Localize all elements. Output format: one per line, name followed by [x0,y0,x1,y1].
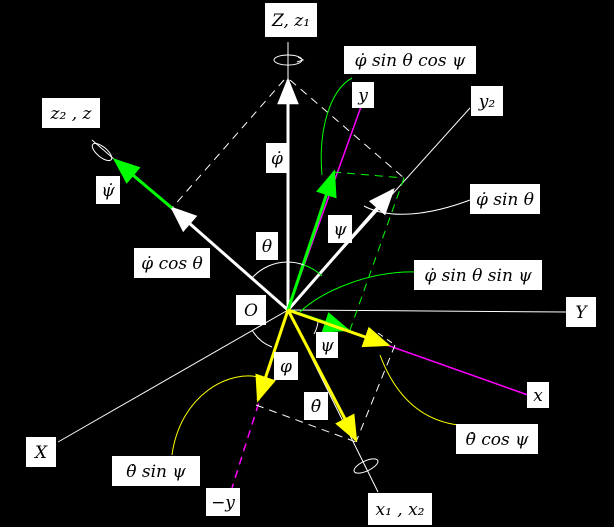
svg-text:φ̇ sin θ cos ψ: φ̇ sin θ cos ψ [355,51,466,71]
leader-line [363,199,471,215]
svg-text:ψ̇: ψ̇ [101,181,115,201]
leader-line [299,271,419,313]
svg-text:φ̇ sin θ sin ψ: φ̇ sin θ sin ψ [424,266,532,286]
label-theta: θ [256,232,278,260]
label-minus-y: −y [206,488,240,516]
label-thetadot-cos-psi: θ̇ cos ψ [456,424,538,454]
label-phi: φ [274,352,298,380]
label-thetadot-sin-psi: θ̇ sin ψ [112,456,200,486]
svg-text:φ̇ sin θ: φ̇ sin θ [476,190,534,210]
label-phidot-sin-theta-sin-psi: φ̇ sin θ sin ψ [414,260,542,290]
label-z2-z: z₂ , z [42,98,100,128]
svg-text:φ: φ [280,357,292,377]
label-phidot: φ̇ [266,143,288,173]
arc-psi-upper-green [303,264,323,277]
svg-text:θ: θ [262,237,272,257]
dash-construction [332,171,405,179]
label-phidot-sin-theta: φ̇ sin θ [470,184,540,214]
dash-construction [355,344,396,443]
dash-construction [349,177,405,331]
svg-text:x: x [533,386,543,406]
label-phidot-sin-theta-cos-psi: φ̇ sin θ cos ψ [344,46,476,74]
rotation-indicator-x [353,458,379,474]
label-y: y [352,82,374,108]
svg-text:θ̇ sin ψ: θ̇ sin ψ [126,462,186,482]
leader-line [379,354,459,426]
dash-construction [171,79,285,209]
label-psi-lower: ψ [316,332,338,358]
vector-psidot [112,158,173,210]
arc-psi-lower [313,321,319,335]
svg-text:−y: −y [211,493,235,513]
label-y2: y₂ [471,86,503,116]
arc-psi-upper [287,261,305,266]
label-O: O [236,295,266,325]
svg-text:x₁ , x₂: x₁ , x₂ [375,500,424,520]
label-Z-z1: Z, z₁ [265,3,317,37]
svg-text:z₂ , z: z₂ , z [50,104,93,124]
label-psi-upper: ψ [328,215,352,243]
svg-text:θ̇: θ̇ [311,397,321,417]
vector-thetadot-sin-psi [255,309,290,403]
svg-text:ψ: ψ [333,220,347,240]
label-x1-x2: x₁ , x₂ [368,493,432,525]
rotation-indicator-z [91,142,113,162]
arc-phi [251,329,273,348]
label-psidot: ψ̇ [96,176,120,204]
dash-construction [289,79,405,179]
svg-text:Z, z₁: Z, z₁ [271,11,310,31]
svg-text:O: O [244,301,258,321]
svg-text:θ̇ cos ψ: θ̇ cos ψ [466,430,530,450]
svg-text:φ̇: φ̇ [271,149,283,169]
arc-theta [251,261,289,279]
vector-phidot-sin-theta-cos-psi [286,169,337,311]
leader-line [171,375,263,456]
leader-line [320,77,353,176]
axis-Y [287,309,567,313]
vector-thetadot [286,309,358,443]
label-Y: Y [566,297,596,327]
axis-X [57,309,289,443]
svg-text:Y: Y [575,303,588,323]
svg-text:ψ: ψ [320,336,334,356]
svg-text:X: X [33,443,48,463]
vector-thetadot-cos-psi [287,308,391,348]
label-thetadot: θ̇ [304,392,328,420]
svg-text:y₂: y₂ [478,92,496,112]
svg-text:φ̇ cos θ: φ̇ cos θ [141,254,202,274]
vector-phidot-sin-theta [286,187,395,311]
label-phidot-cos-theta: φ̇ cos θ [134,248,210,278]
label-X: X [26,437,56,467]
vector-phidot-cos-theta [169,206,289,312]
label-x: x [527,382,549,408]
svg-text:y: y [357,86,368,106]
